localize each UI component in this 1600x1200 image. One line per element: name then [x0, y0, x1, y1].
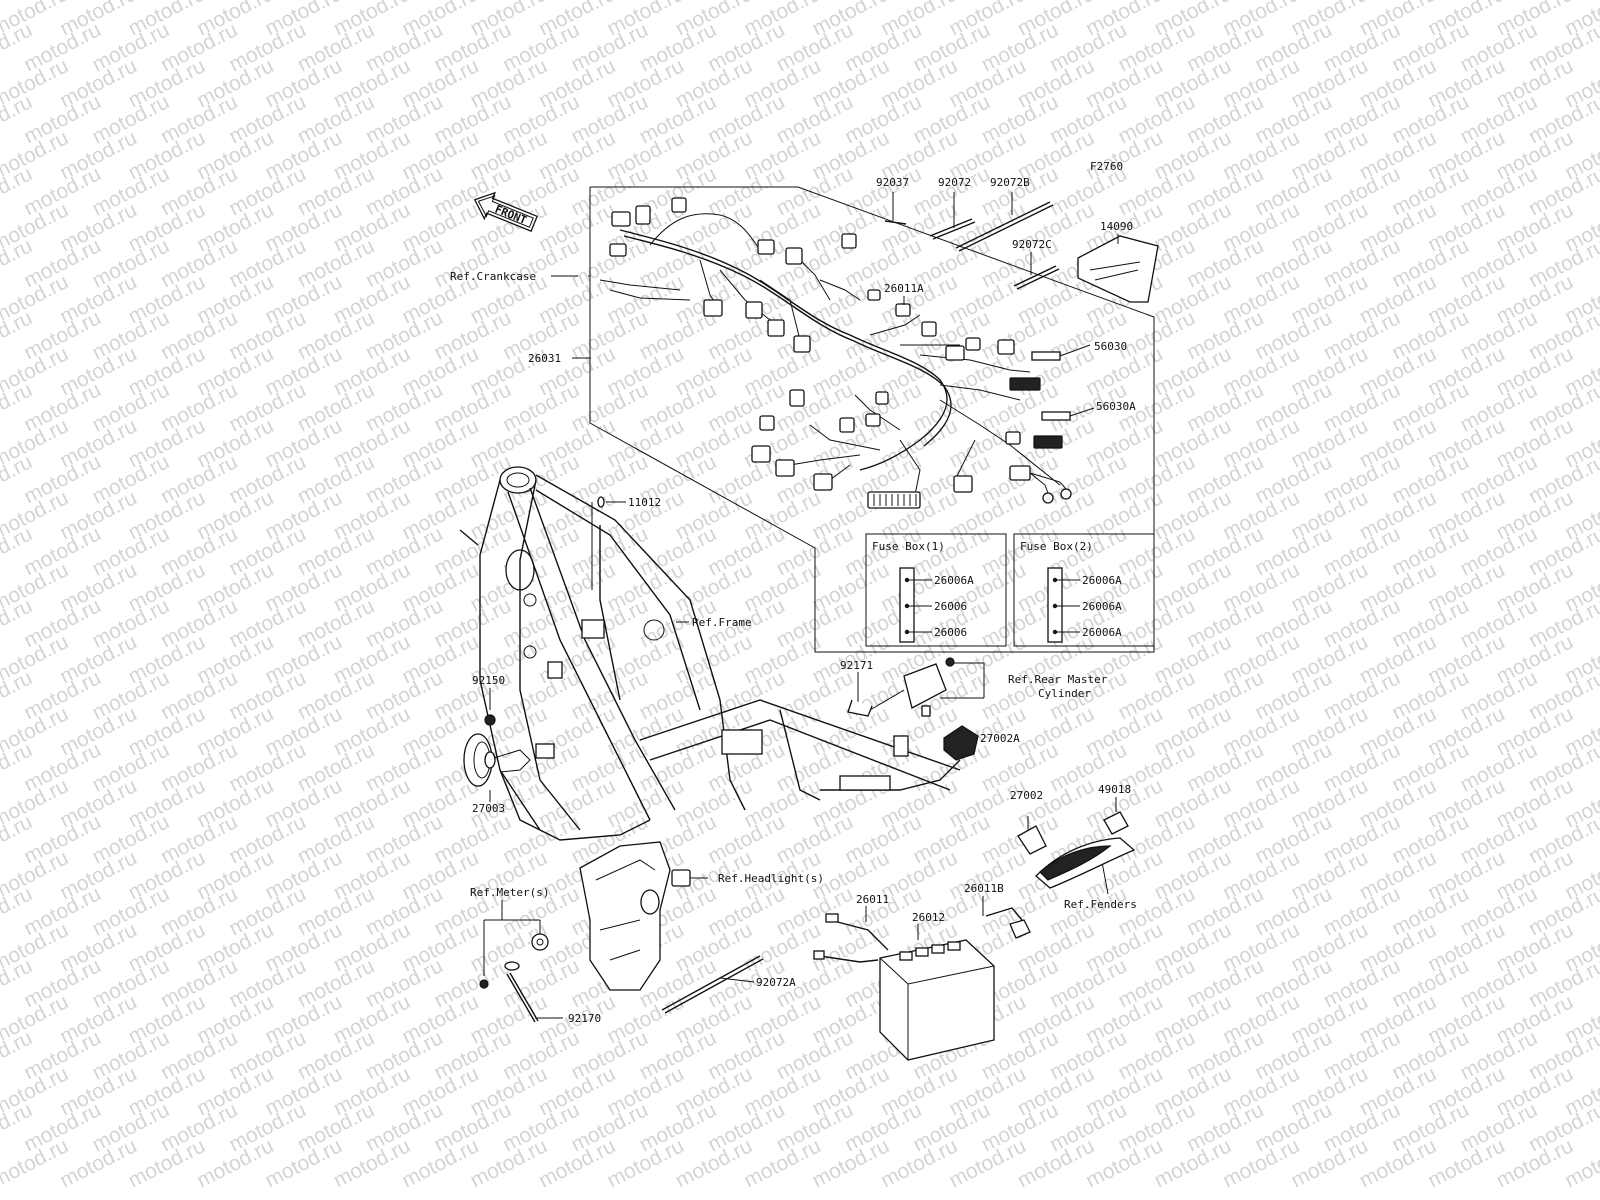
fuse-label: 26006A	[1082, 600, 1122, 613]
label-92171: 92171	[840, 659, 873, 672]
fuse-label: 26006A	[1082, 626, 1122, 639]
label-27002a: 27002A	[980, 732, 1020, 745]
label-26011a: 26011A	[884, 282, 924, 295]
label-26012: 26012	[912, 911, 945, 924]
fuse-label: 26006	[934, 600, 967, 613]
label-56030a: 56030A	[1096, 400, 1136, 413]
fuse-box-title: Fuse Box(1)	[872, 540, 945, 553]
label-92037: 92037	[876, 176, 909, 189]
label-27003: 27003	[472, 802, 505, 815]
label-26011b: 26011B	[964, 882, 1004, 895]
label-26011: 26011	[856, 893, 889, 906]
fuse-box-title: Fuse Box(2)	[1020, 540, 1093, 553]
label-49018: 49018	[1098, 783, 1131, 796]
label-ref-crankcase: Ref.Crankcase	[450, 270, 536, 283]
fuse-label: 26006A	[934, 574, 974, 587]
label-92072c: 92072C	[1012, 238, 1052, 251]
label-ref-meter: Ref.Meter(s)	[470, 886, 549, 899]
label-ref-rear-master-cont: Cylinder	[1038, 687, 1091, 700]
label-92072a: 92072A	[756, 976, 796, 989]
diagram-code: F2760	[1090, 160, 1123, 173]
label-11012: 11012	[628, 496, 661, 509]
label-92170: 92170	[568, 1012, 601, 1025]
fuse-label: 26006	[934, 626, 967, 639]
label-56030: 56030	[1094, 340, 1127, 353]
label-ref-rear-master: Ref.Rear Master	[1008, 673, 1108, 686]
fuse-label: 26006A	[1082, 574, 1122, 587]
label-92072: 92072	[938, 176, 971, 189]
label-14090: 14090	[1100, 220, 1133, 233]
label-ref-headlight: Ref.Headlight(s)	[718, 872, 824, 885]
label-92072b: 92072B	[990, 176, 1030, 189]
label-ref-frame: Ref.Frame	[692, 616, 752, 629]
label-ref-fenders: Ref.Fenders	[1064, 898, 1137, 911]
label-26031: 26031	[528, 352, 561, 365]
label-92150: 92150	[472, 674, 505, 687]
label-27002: 27002	[1010, 789, 1043, 802]
